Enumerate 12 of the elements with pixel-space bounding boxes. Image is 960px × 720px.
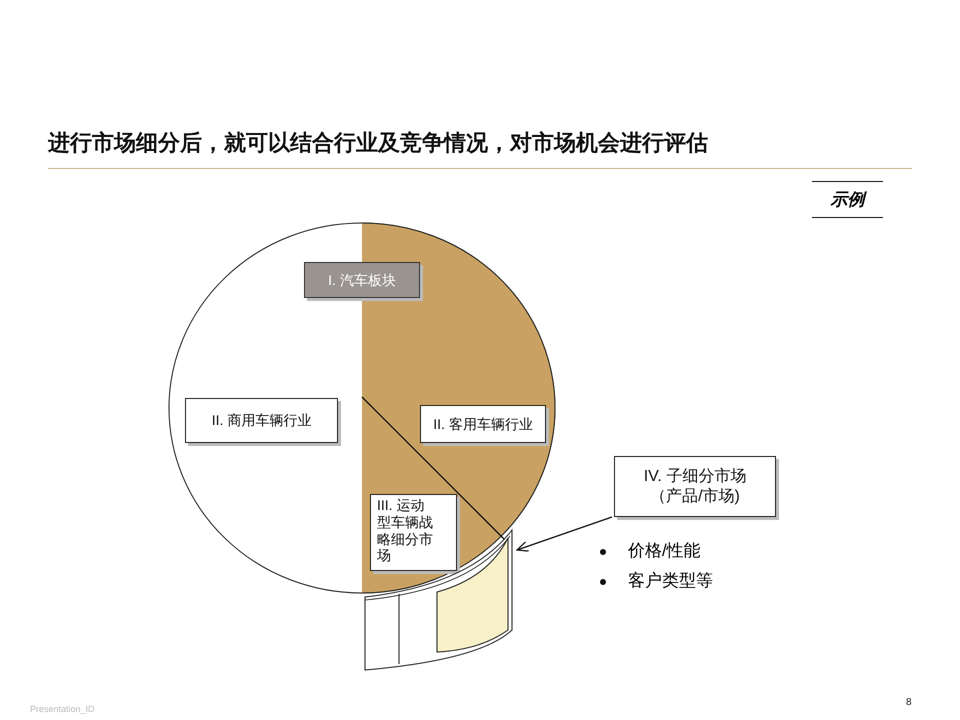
bullet-item: 价格/性能 [628,540,701,562]
segment-box: II. 商用车辆行业 [185,398,338,443]
arrow [516,516,612,552]
footer-text: Presentation_ID [30,704,95,714]
page-number: 8 [906,697,912,708]
segment-box: I. 汽车板块 [304,262,420,298]
segment-box: II. 客用车辆行业 [420,405,546,443]
title: 进行市场细分后，就可以结合行业及竞争情况，对市场机会进行评估 [48,129,708,157]
callout-box: IV. 子细分市场（产品/市场) [614,456,776,517]
example-tag: 示例 [812,181,883,218]
bullet-item: 客户类型等 [628,570,713,592]
segment-box: III. 运动型车辆战略细分市场 [370,494,457,571]
